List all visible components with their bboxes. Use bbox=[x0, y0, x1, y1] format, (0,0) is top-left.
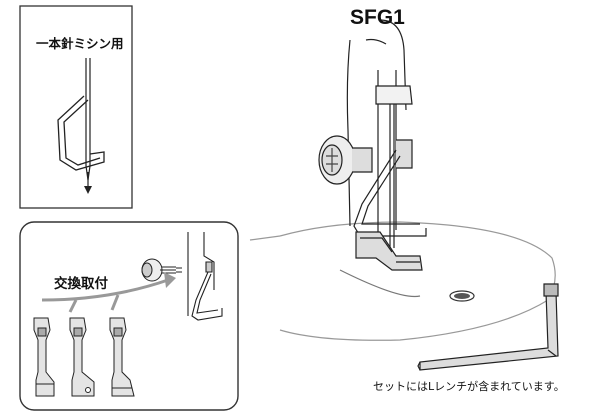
arrow-down-icon bbox=[84, 172, 92, 194]
page-title: SFG1 bbox=[350, 6, 405, 29]
wrench-note: セットにはLレンチが含まれています。 bbox=[373, 380, 565, 393]
l-wrench-icon bbox=[417, 283, 559, 371]
finger-guard-wire bbox=[57, 95, 105, 171]
single-needle-label: 一本針ミシン用 bbox=[36, 36, 124, 51]
curved-arrow-icon bbox=[41, 272, 176, 313]
presser-foot-icon bbox=[109, 317, 135, 397]
presser-foot-icon bbox=[69, 317, 95, 397]
single-needle-panel bbox=[19, 5, 133, 209]
presser-knob bbox=[318, 135, 373, 185]
presser-bar-detail bbox=[187, 232, 223, 321]
presser-foot-icon bbox=[33, 317, 55, 397]
exchange-panel bbox=[19, 221, 239, 411]
sewing-machine-illustration bbox=[249, 19, 556, 341]
exchange-label: 交換取付 bbox=[54, 276, 108, 292]
